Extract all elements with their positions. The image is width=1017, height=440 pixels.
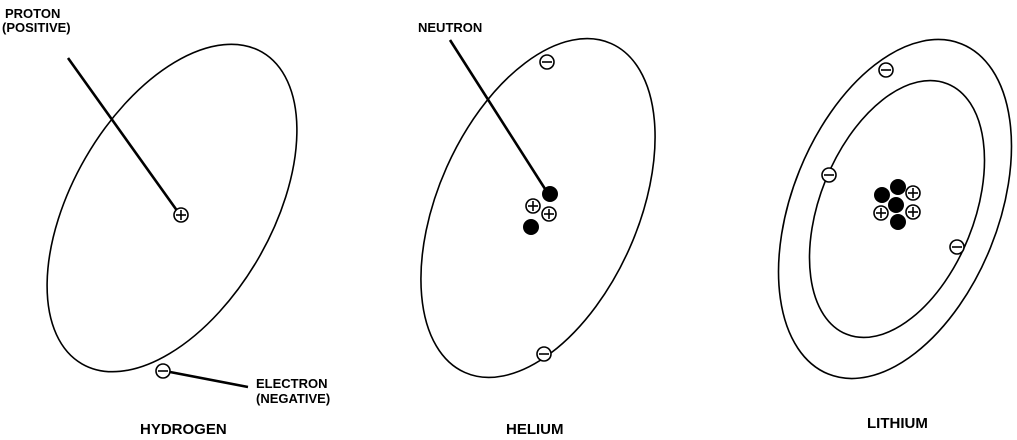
electron-symbol bbox=[878, 62, 894, 78]
neutron-particle bbox=[890, 179, 906, 195]
hydrogen-atom: PROTON (POSITIVE) ELECTRON (NEGATIVE) HY… bbox=[2, 6, 330, 438]
neutron-particle bbox=[890, 214, 906, 230]
electron-symbol bbox=[155, 363, 171, 379]
proton-label-line1: PROTON bbox=[5, 6, 60, 21]
proton-symbol bbox=[905, 204, 921, 220]
helium-orbit bbox=[420, 37, 656, 379]
lithium-title: LITHIUM bbox=[867, 415, 928, 432]
electron-symbol bbox=[949, 239, 965, 255]
electron-symbol bbox=[536, 346, 552, 362]
electron-label-line2: (NEGATIVE) bbox=[256, 391, 330, 406]
electron-leader-line bbox=[169, 370, 249, 389]
proton-symbol bbox=[905, 185, 921, 201]
electron-symbol bbox=[539, 54, 555, 70]
helium-atom: NEUTRON HELIUM bbox=[418, 20, 656, 438]
neutron-particle bbox=[542, 186, 558, 202]
neutron-particle bbox=[523, 219, 539, 235]
neutron-particle bbox=[874, 187, 890, 203]
proton-symbol bbox=[541, 206, 557, 222]
proton-label-line2: (POSITIVE) bbox=[2, 20, 71, 35]
electron-label-line1: ELECTRON bbox=[256, 376, 328, 391]
lithium-outer-orbit bbox=[777, 38, 1013, 380]
proton-symbol bbox=[525, 198, 541, 214]
proton-symbol bbox=[873, 205, 889, 221]
neutron-particle bbox=[888, 197, 904, 213]
neutron-leader-line bbox=[448, 39, 549, 193]
helium-title: HELIUM bbox=[506, 421, 564, 438]
neutron-label: NEUTRON bbox=[418, 20, 482, 35]
hydrogen-orbit bbox=[46, 43, 298, 373]
lithium-nucleus bbox=[873, 179, 921, 230]
proton-leader-line bbox=[66, 57, 180, 213]
lithium-atom: LITHIUM bbox=[777, 38, 1013, 432]
hydrogen-title: HYDROGEN bbox=[140, 421, 227, 438]
electron-symbol bbox=[821, 167, 837, 183]
proton-symbol bbox=[173, 207, 189, 223]
